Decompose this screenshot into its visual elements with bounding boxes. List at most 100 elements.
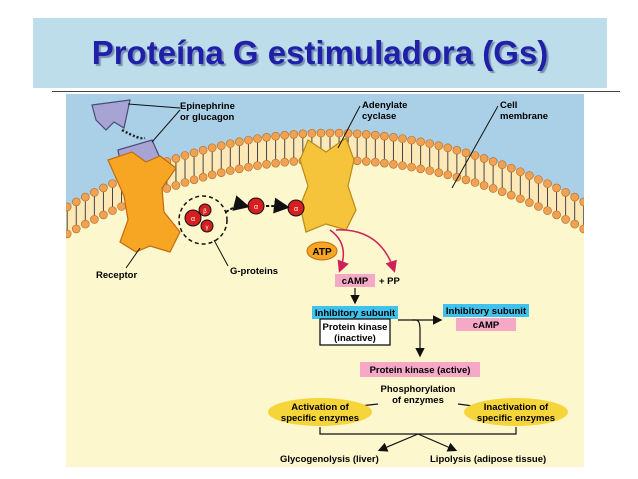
phospholipid-head — [570, 219, 579, 229]
phospholipid-head — [543, 179, 552, 188]
inhibitory-subunit-box-left — [312, 306, 398, 319]
phospholipid-head — [407, 135, 416, 145]
phospholipid-head — [307, 129, 317, 138]
phospholipid-head — [45, 240, 53, 248]
phospholipid-head — [589, 203, 597, 211]
phospholipid-head — [506, 163, 516, 173]
phospholipid-head — [207, 143, 217, 153]
g-alpha-bound-label: α — [294, 206, 298, 213]
phospholipid-head — [189, 148, 199, 158]
phospholipid-head — [461, 175, 471, 185]
phospholipid-head — [81, 219, 90, 229]
phospholipid-head — [198, 145, 208, 155]
title-rule — [52, 91, 620, 92]
phospholipid-head — [198, 172, 208, 182]
phospholipid-head — [497, 187, 507, 197]
phospholipid-head — [90, 215, 99, 224]
phospholipid-head — [36, 246, 44, 254]
phospholipid-head — [506, 190, 516, 200]
phospholipid-bilayer — [36, 128, 606, 254]
phospholipid-head — [244, 135, 253, 145]
phospholipid-head — [443, 170, 453, 180]
phospholipid-head — [443, 143, 453, 153]
g-protein-complex: α β γ α α — [178, 195, 305, 245]
protein-kinase-active-label: Protein kinase (active) — [370, 365, 471, 376]
phospholipid-head — [71, 197, 81, 207]
phospholipid-head — [262, 160, 271, 169]
phospholipid-head — [579, 224, 584, 234]
atp-to-camp-arrow — [329, 229, 349, 273]
receptor-protein — [107, 151, 181, 253]
phospholipid-head — [316, 128, 326, 138]
phospholipid-head — [389, 133, 398, 142]
glycogenolysis-label: Glycogenolysis (liver) — [280, 454, 379, 465]
atp-to-pp-arrow — [335, 229, 397, 273]
phospholipid-head — [479, 181, 489, 190]
glycogenolysis-arrow — [377, 433, 419, 452]
phospholipid-head — [352, 129, 362, 139]
phospholipid-head — [117, 202, 126, 211]
phospholipid-head — [516, 194, 525, 204]
phospholipid-head — [407, 162, 416, 172]
inhibitory-subunit-box-right — [443, 304, 529, 317]
phospholipid-head — [434, 168, 444, 177]
phospholipid-head — [226, 166, 235, 175]
phospholipid-head — [534, 175, 543, 184]
phospholipid-head — [66, 202, 72, 212]
phospholipid-head — [470, 151, 480, 160]
adenylate-cyclase-protein — [299, 137, 357, 233]
phospholipid-head — [280, 130, 289, 140]
phospholipid-head — [216, 141, 226, 150]
phospholipid-head — [380, 131, 389, 141]
inhibitory-subunit-label-left: Inhibitory subunit — [315, 308, 396, 319]
title-banner: Proteína G estimuladora (Gs) — [33, 18, 607, 88]
phospholipid-head — [434, 141, 444, 150]
phospholipid-head — [398, 161, 407, 170]
protein-kinase-inactive-label: Protein kinase(inactive) — [323, 322, 388, 344]
pp-label: + PP — [379, 276, 401, 287]
phospholipid-head — [389, 160, 398, 169]
camp-box — [335, 274, 375, 287]
phospholipid-head — [180, 178, 190, 187]
phospholipid-head — [461, 148, 471, 158]
phospholipid-head — [488, 157, 498, 166]
g-gamma-label: γ — [206, 225, 209, 231]
phospholipid-head — [552, 210, 561, 220]
phospholipid-head — [470, 178, 480, 187]
atp-label: ATP — [312, 247, 332, 258]
phospholipid-head — [452, 145, 462, 155]
phospholipid-head — [589, 230, 597, 238]
phospholipid-head — [71, 224, 81, 234]
phospholipid-head — [244, 162, 253, 172]
phospholipid-head — [271, 158, 280, 168]
phospholipid-head — [54, 208, 62, 216]
protein-kinase-inactive-box — [319, 318, 391, 346]
phospholipid-head — [253, 134, 262, 143]
phospholipid-head — [108, 206, 117, 215]
phospholipid-head — [162, 184, 172, 193]
phospholipid-head — [189, 175, 199, 185]
phospholipid-head — [561, 188, 570, 197]
g-alpha-label: α — [191, 216, 195, 223]
phospholipid-head — [99, 210, 108, 220]
phospholipid-head — [66, 229, 72, 239]
g-beta-label: β — [203, 209, 207, 215]
phospholipid-head — [371, 157, 380, 167]
phospholipid-head — [425, 166, 434, 175]
phospholipid-head — [425, 139, 434, 148]
phospholipid-head — [325, 128, 335, 138]
receptor-label: Receptor — [96, 270, 137, 281]
phospholipid-head — [226, 139, 235, 148]
phospholipid-head — [543, 206, 552, 215]
g-proteins-label: G-proteins — [230, 266, 278, 277]
phospholipid-head — [171, 181, 181, 190]
g-alpha-moving-label: α — [254, 204, 258, 211]
phospholipid-head — [598, 235, 606, 243]
phospholipid-head — [380, 158, 389, 168]
phospholipid-head — [253, 161, 262, 170]
phospholipid-head — [561, 215, 570, 224]
phospholipid-head — [108, 179, 117, 188]
